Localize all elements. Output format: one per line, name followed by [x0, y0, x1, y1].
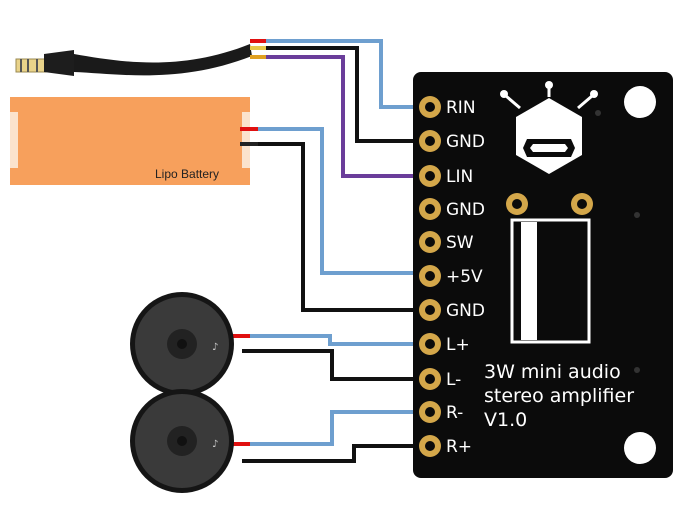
pin-gnd: GND [419, 299, 485, 321]
pin-l-plus: L+ [419, 333, 470, 355]
pin-lin: LIN [419, 165, 473, 187]
board-title-line-3: V1.0 [484, 409, 527, 431]
battery-label: Lipo Battery [155, 167, 219, 181]
pin-gnd: GND [419, 198, 485, 220]
speaker-icon: ♪ [130, 389, 234, 493]
wire-l-plus [242, 334, 430, 346]
wire-r-minus [242, 410, 430, 446]
board-title-line-1: 3W mini audio [484, 361, 621, 383]
robot-logo-icon [500, 81, 598, 174]
pin-label: GND [446, 301, 485, 321]
lipo-battery: Lipo Battery [10, 97, 250, 185]
pin-label: GND [446, 200, 485, 220]
wire-gnd-battery [250, 142, 430, 312]
pin-gnd: GND [419, 130, 485, 152]
pin-label: R- [446, 403, 463, 423]
pin-r-plus: R+ [419, 435, 472, 457]
wire-l-minus [242, 349, 430, 381]
pin-r-minus: R- [419, 401, 463, 423]
pin-label: R+ [446, 437, 472, 457]
pin-label: SW [446, 233, 474, 253]
pin-label: L+ [446, 335, 470, 355]
pin-l-minus: L- [419, 368, 461, 390]
pin-label: GND [446, 132, 485, 152]
wire-gnd-jack [262, 46, 430, 143]
svg-text:♪: ♪ [212, 439, 218, 450]
pin-sw: SW [419, 231, 474, 253]
pin-label: L- [446, 370, 461, 390]
wire-r-plus [242, 444, 430, 463]
wire-lin [262, 55, 430, 178]
amplifier-board: 3W mini audio stereo amplifier V1.0 [413, 72, 673, 478]
board-title-line-2: stereo amplifier [484, 385, 634, 407]
pin-5v: +5V [419, 265, 483, 287]
pin-label: LIN [446, 167, 473, 187]
wire-tips [232, 39, 266, 446]
wire-rin [262, 39, 430, 109]
wires [242, 39, 430, 463]
audio-jack-icon [15, 44, 252, 76]
speaker-icon: ♪ [130, 292, 234, 396]
pin-label: +5V [446, 267, 483, 287]
wire-5v [250, 127, 430, 275]
pin-header: RIN GND LIN GND SW +5V GND L+ L- R- R+ [419, 96, 485, 457]
svg-text:♪: ♪ [212, 342, 218, 353]
pin-label: RIN [446, 98, 476, 118]
pin-rin: RIN [419, 96, 476, 118]
